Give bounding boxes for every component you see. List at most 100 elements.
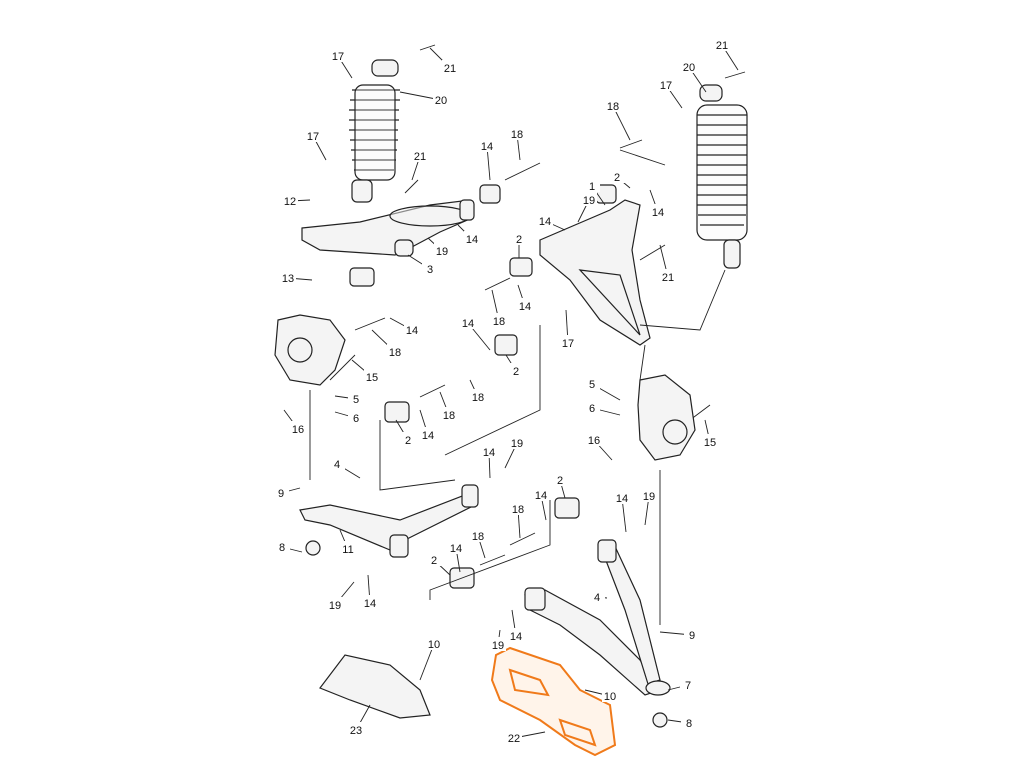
callout-background	[509, 435, 525, 449]
callout-background	[650, 204, 666, 218]
callout-background	[552, 472, 568, 486]
callout-part-number: 14	[450, 543, 462, 555]
callout-background	[362, 595, 378, 609]
callout-background	[490, 637, 506, 651]
callout-part-number: 18	[472, 392, 484, 404]
callout-background	[584, 178, 600, 192]
callout-part-number: 19	[329, 600, 341, 612]
callout-background	[714, 37, 730, 51]
callout-part-number: 17	[660, 80, 672, 92]
callout-background	[274, 539, 290, 553]
callout-part-number: 4	[594, 592, 600, 604]
callout-background	[433, 92, 449, 106]
callout-part-number: 18	[512, 504, 524, 516]
callout-part-number: 2	[557, 475, 563, 487]
left-shock-absorber	[349, 59, 400, 203]
callout-background	[681, 59, 697, 73]
right-knuckle	[637, 374, 696, 461]
callout-part-number: 1	[589, 181, 595, 193]
left-knuckle	[274, 314, 346, 386]
callout-part-number: 17	[307, 131, 319, 143]
callout-part-number: 14	[462, 318, 474, 330]
callout-part-number: 17	[562, 338, 574, 350]
callout-part-number: 19	[492, 640, 504, 652]
callout-background	[441, 407, 457, 421]
callout-part-number: 5	[353, 394, 359, 406]
callout-part-number: 14	[422, 430, 434, 442]
callout-background	[508, 363, 524, 377]
callout-background	[290, 421, 306, 435]
callout-part-number: 8	[279, 542, 285, 554]
callout-background	[660, 269, 676, 283]
callout-part-number: 18	[389, 347, 401, 359]
callout-part-number: 6	[353, 413, 359, 425]
callout-background	[506, 730, 522, 744]
callout-background	[680, 677, 696, 691]
callout-background	[330, 48, 346, 62]
callout-part-number: 21	[444, 63, 456, 75]
callout-background	[426, 552, 442, 566]
left-ball-joint	[305, 540, 321, 556]
callout-background	[605, 98, 621, 112]
callout-background	[681, 715, 697, 729]
callout-part-number: 2	[405, 435, 411, 447]
lower-right-arm	[524, 539, 671, 696]
callout-background	[470, 389, 486, 403]
callout-part-number: 5	[589, 379, 595, 391]
callout-part-number: 14	[364, 598, 376, 610]
callout-background	[329, 456, 345, 470]
callout-part-number: 21	[716, 40, 728, 52]
callout-part-number: 14	[535, 490, 547, 502]
callout-part-number: 18	[607, 101, 619, 113]
callout-part-number: 20	[435, 95, 447, 107]
callout-background	[491, 313, 507, 327]
callout-background	[434, 243, 450, 257]
callout-background	[508, 628, 524, 642]
callout-part-number: 18	[443, 410, 455, 422]
callout-part-number: 2	[516, 234, 522, 246]
callout-background	[602, 688, 618, 702]
callout-part-number: 18	[472, 531, 484, 543]
callout-background	[412, 148, 428, 162]
callout-part-number: 17	[332, 51, 344, 63]
callout-background	[589, 589, 605, 603]
callout-part-number: 14	[519, 301, 531, 313]
callout-background	[537, 213, 553, 227]
callout-part-number: 10	[604, 691, 616, 703]
callout-part-number: 21	[662, 272, 674, 284]
assembly-lines	[309, 149, 726, 625]
callout-background	[282, 193, 298, 207]
callout-part-number: 14	[483, 447, 495, 459]
callout-background	[305, 128, 321, 142]
callout-part-number: 9	[278, 488, 284, 500]
callout-background	[479, 138, 495, 152]
callout-background	[442, 60, 458, 74]
callout-background	[609, 169, 625, 183]
callout-part-number: 14	[652, 207, 664, 219]
callout-background	[460, 315, 476, 329]
callout-part-number: 23	[350, 725, 362, 737]
callout-part-number: 3	[427, 264, 433, 276]
callout-background	[327, 597, 343, 611]
callout-part-number: 14	[510, 631, 522, 643]
callout-background	[387, 344, 403, 358]
callout-background	[509, 126, 525, 140]
callout-background	[348, 722, 364, 736]
callout-background	[614, 490, 630, 504]
callout-part-number: 14	[539, 216, 551, 228]
callout-part-number: 20	[683, 62, 695, 74]
callout-part-number: 21	[414, 151, 426, 163]
callout-background	[400, 432, 416, 446]
callout-part-number: 6	[589, 403, 595, 415]
callout-part-number: 16	[292, 424, 304, 436]
callout-part-number: 2	[431, 555, 437, 567]
callout-background	[586, 432, 602, 446]
callout-background	[684, 627, 700, 641]
callout-part-number: 19	[511, 438, 523, 450]
callout-background	[340, 541, 356, 555]
hardware	[329, 44, 746, 589]
callout-part-number: 14	[481, 141, 493, 153]
callout-background	[702, 434, 718, 448]
callout-part-number: 8	[686, 718, 692, 730]
